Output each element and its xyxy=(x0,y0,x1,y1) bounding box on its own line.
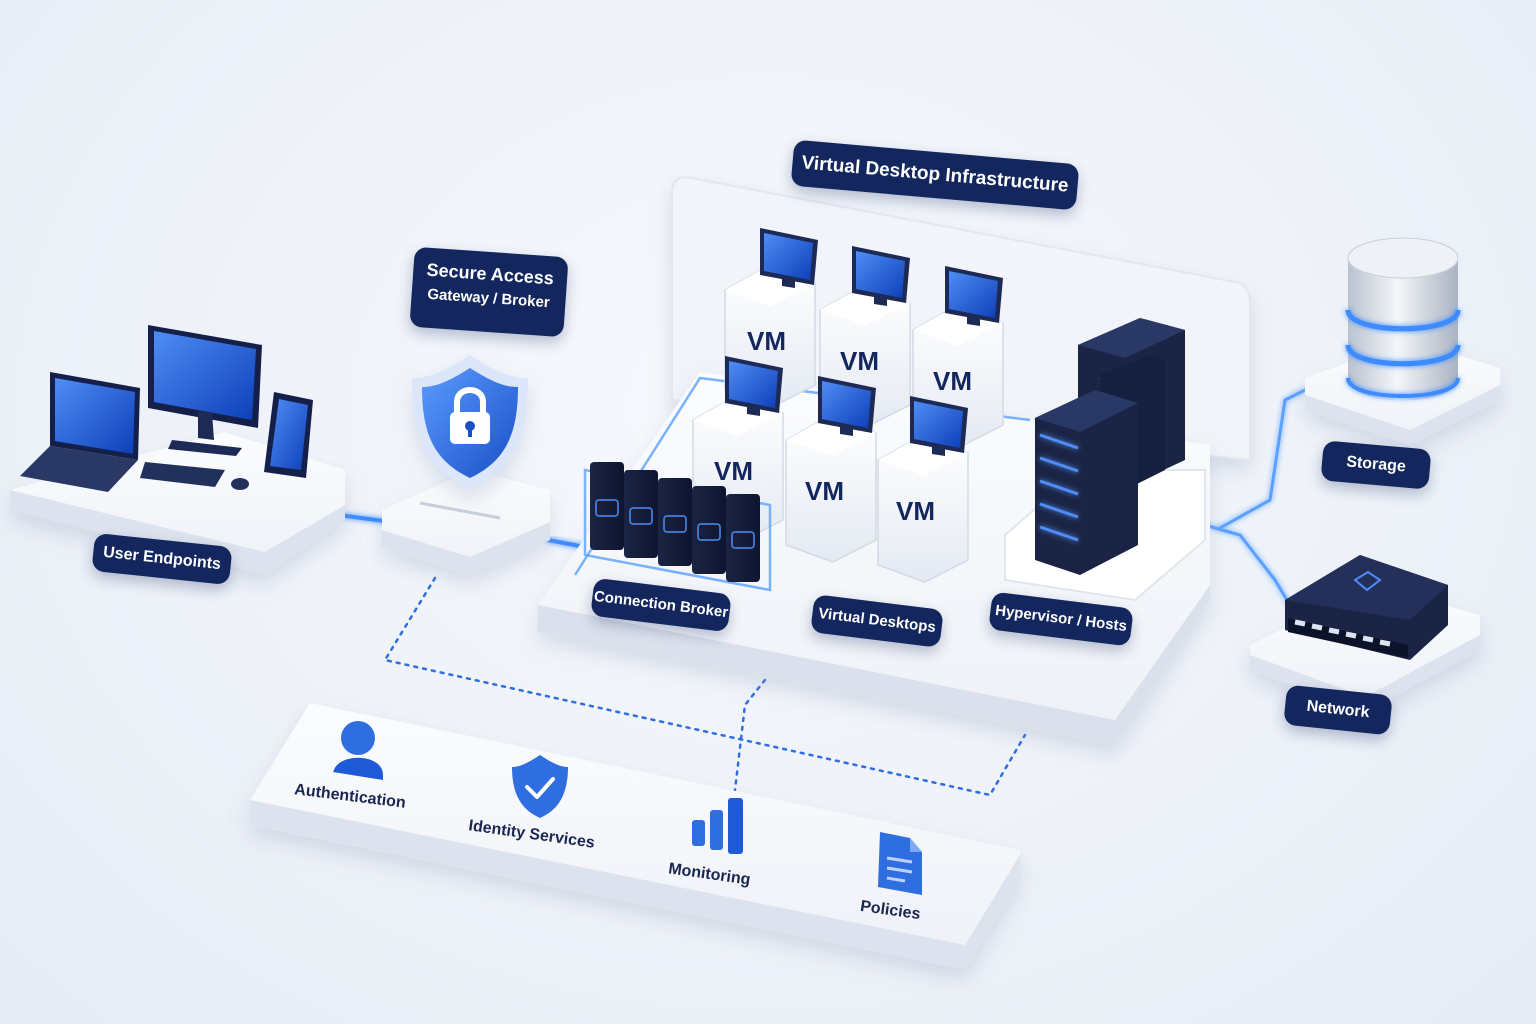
vm-cube-6 xyxy=(877,396,969,583)
gateway-label: Secure Access Gateway / Broker xyxy=(409,246,569,338)
desktop-monitor-icon xyxy=(148,325,262,456)
vm-label-6: VM xyxy=(896,496,935,526)
laptop-icon xyxy=(20,372,140,492)
broker-server-4 xyxy=(692,486,726,574)
database-icon xyxy=(1345,237,1461,401)
gateway-group xyxy=(382,355,550,575)
vm-label-1: VM xyxy=(747,326,786,356)
vm-label-2: VM xyxy=(840,346,879,376)
broker-server-2 xyxy=(624,470,658,558)
mouse-icon xyxy=(231,478,249,490)
storage-group xyxy=(1305,237,1500,445)
keyboard-icon xyxy=(140,462,225,487)
broker-server-1 xyxy=(590,462,624,550)
network-group xyxy=(1250,555,1480,712)
services-platform xyxy=(250,703,1020,970)
shield-lock-icon xyxy=(412,355,528,490)
vm-label-5: VM xyxy=(805,476,844,506)
vm-cube-4 xyxy=(692,356,784,543)
document-icon xyxy=(878,832,922,895)
hypervisor-server-racks xyxy=(1035,318,1185,575)
network-switch-icon xyxy=(1285,555,1448,660)
user-endpoints-group xyxy=(10,325,345,575)
vm-label-4: VM xyxy=(714,456,753,486)
services-platform-group xyxy=(250,703,1020,970)
shield-check-icon xyxy=(512,755,568,818)
broker-server-3 xyxy=(658,478,692,566)
broker-server-5 xyxy=(726,494,760,582)
user-icon xyxy=(333,721,383,780)
vm-label-3: VM xyxy=(933,366,972,396)
vm-cube-5 xyxy=(785,376,877,563)
bar-chart-icon xyxy=(692,798,743,854)
connection-broker-servers xyxy=(583,462,772,592)
tablet-icon xyxy=(264,392,313,478)
rack-front xyxy=(1035,390,1138,575)
